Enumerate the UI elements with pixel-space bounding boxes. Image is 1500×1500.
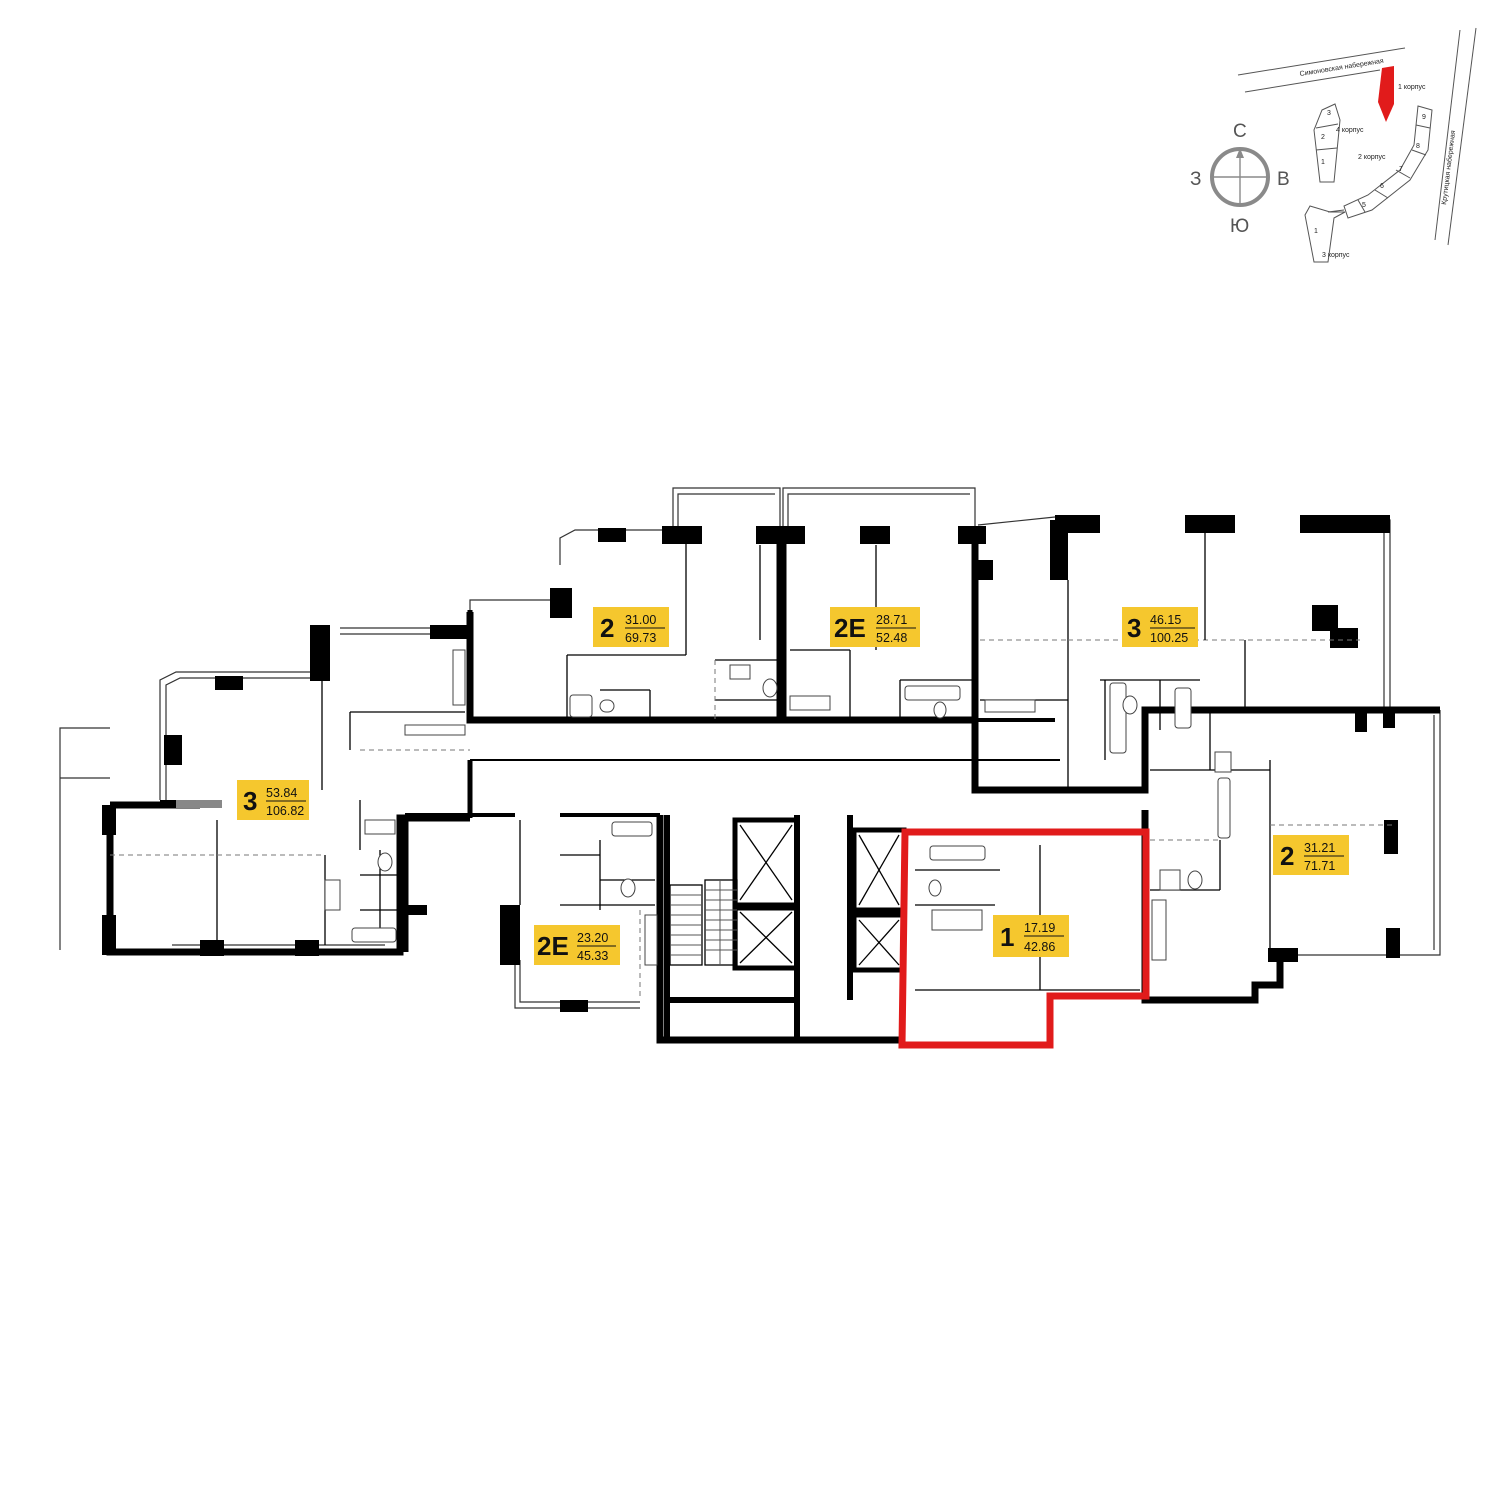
apartment-label-right-3[interactable]: 3 46.15 100.25 — [1122, 607, 1198, 647]
apartment-living-area: 23.20 — [577, 931, 608, 945]
apartment-living-area: 46.15 — [1150, 613, 1181, 627]
apartment-rooms: 1 — [1000, 922, 1014, 952]
apartment-label-bottom-2e[interactable]: 2E 23.20 45.33 — [534, 925, 620, 965]
compass-south: Ю — [1230, 216, 1249, 237]
apartment-label-top-2e[interactable]: 2E 28.71 52.48 — [830, 607, 920, 647]
site-map-section-3: 3 — [1327, 110, 1331, 117]
compass-north: С — [1233, 121, 1247, 142]
apartment-total-area: 45.33 — [577, 949, 608, 963]
site-map-section-5: 5 — [1362, 202, 1366, 209]
apartment-rooms: 2 — [600, 613, 614, 643]
apartment-rooms: 2E — [537, 931, 569, 961]
apartment-rooms: 2 — [1280, 841, 1294, 871]
apartment-rooms: 2E — [834, 613, 866, 643]
site-map-section-9: 9 — [1422, 114, 1426, 121]
apartment-living-area: 31.00 — [625, 613, 656, 627]
site-map-section-7: 7 — [1399, 166, 1403, 173]
exterior-walls — [102, 515, 1440, 1044]
site-map: Симоновская набережная Крутицкая набереж… — [1237, 27, 1477, 263]
selected-apartment-outline[interactable] — [898, 828, 1150, 1049]
partitions — [110, 530, 1395, 1000]
site-map-street-top: Симоновская набережная — [1299, 57, 1384, 78]
apartment-total-area: 106.82 — [266, 804, 304, 818]
apartment-living-area: 28.71 — [876, 613, 907, 627]
apartment-label-right-2[interactable]: 2 31.21 71.71 — [1273, 835, 1349, 875]
apartment-living-area: 31.21 — [1304, 841, 1335, 855]
site-map-building-3-label: 3 корпус — [1322, 252, 1350, 259]
compass-east: В — [1277, 169, 1290, 190]
apartment-total-area: 69.73 — [625, 631, 656, 645]
site-map-building-1-highlight[interactable] — [1378, 66, 1394, 122]
apartment-total-area: 71.71 — [1304, 859, 1335, 873]
site-map-section-1b: 1 — [1314, 228, 1318, 235]
site-map-section-1: 1 — [1321, 159, 1325, 166]
stair — [669, 879, 738, 966]
site-map-building-2-label: 2 корпус — [1358, 154, 1386, 161]
apartment-label-left-3[interactable]: 3 53.84 106.82 — [237, 780, 309, 820]
elevators — [739, 824, 900, 966]
apartment-label-top-2[interactable]: 2 31.00 69.73 — [593, 607, 669, 647]
apartment-living-area: 17.19 — [1024, 921, 1055, 935]
site-map-building-4-label: 4 корпус — [1336, 127, 1364, 134]
site-map-section-2: 2 — [1321, 134, 1325, 141]
compass-west: З — [1190, 169, 1201, 190]
fixtures — [324, 649, 1232, 966]
apartment-living-area: 53.84 — [266, 786, 297, 800]
site-map-section-6: 6 — [1380, 183, 1384, 190]
site-map-building-1-label: 1 корпус — [1398, 84, 1426, 91]
balconies — [59, 487, 1441, 1009]
compass: С Ю З В — [1190, 121, 1290, 237]
site-map-section-8: 8 — [1416, 143, 1420, 150]
apartment-label-selected-1[interactable]: 1 17.19 42.86 — [993, 915, 1069, 957]
apartment-total-area: 100.25 — [1150, 631, 1188, 645]
apartment-rooms: 3 — [1127, 613, 1141, 643]
apartment-total-area: 52.48 — [876, 631, 907, 645]
apartment-rooms: 3 — [243, 786, 257, 816]
apartment-total-area: 42.86 — [1024, 940, 1055, 954]
